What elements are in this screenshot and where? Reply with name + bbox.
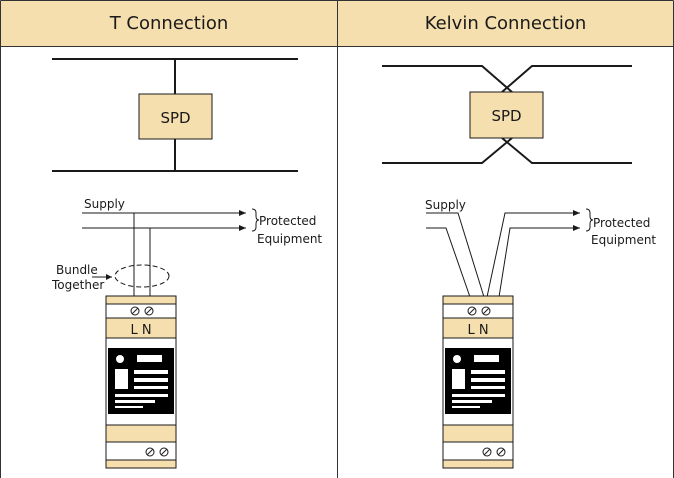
t-wiring [82, 208, 260, 304]
kelvin-spd-device: L N [442, 295, 514, 469]
t-together-label: Together [51, 278, 104, 292]
kelvin-connection-header: Kelvin Connection [338, 1, 673, 46]
kelvin-supply-label: Supply [425, 198, 466, 212]
kelvin-schematic [382, 65, 632, 164]
t-connection-schematic [52, 58, 298, 172]
kelvin-wiring [426, 208, 594, 298]
t-protected-label: Protected [259, 214, 316, 228]
t-connection-title: T Connection [109, 13, 229, 34]
kelvin-protected-label: Protected [593, 216, 650, 230]
kelvin-connection-title: Kelvin Connection [424, 13, 587, 34]
kelvin-ln-label: L N [467, 323, 488, 338]
t-spd-box: SPD [138, 93, 213, 140]
t-spd-device: L N [105, 295, 177, 469]
t-supply-label: Supply [84, 197, 125, 211]
kelvin-equipment-label: Equipment [591, 233, 656, 247]
t-bundle-label: Bundle [56, 263, 98, 277]
t-ln-label: L N [130, 323, 151, 338]
t-equipment-label: Equipment [257, 232, 322, 246]
kelvin-spd-box: SPD [469, 91, 544, 139]
kelvin-spd-label: SPD [491, 107, 521, 125]
t-spd-label: SPD [160, 109, 190, 127]
t-connection-header: T Connection [1, 1, 337, 46]
